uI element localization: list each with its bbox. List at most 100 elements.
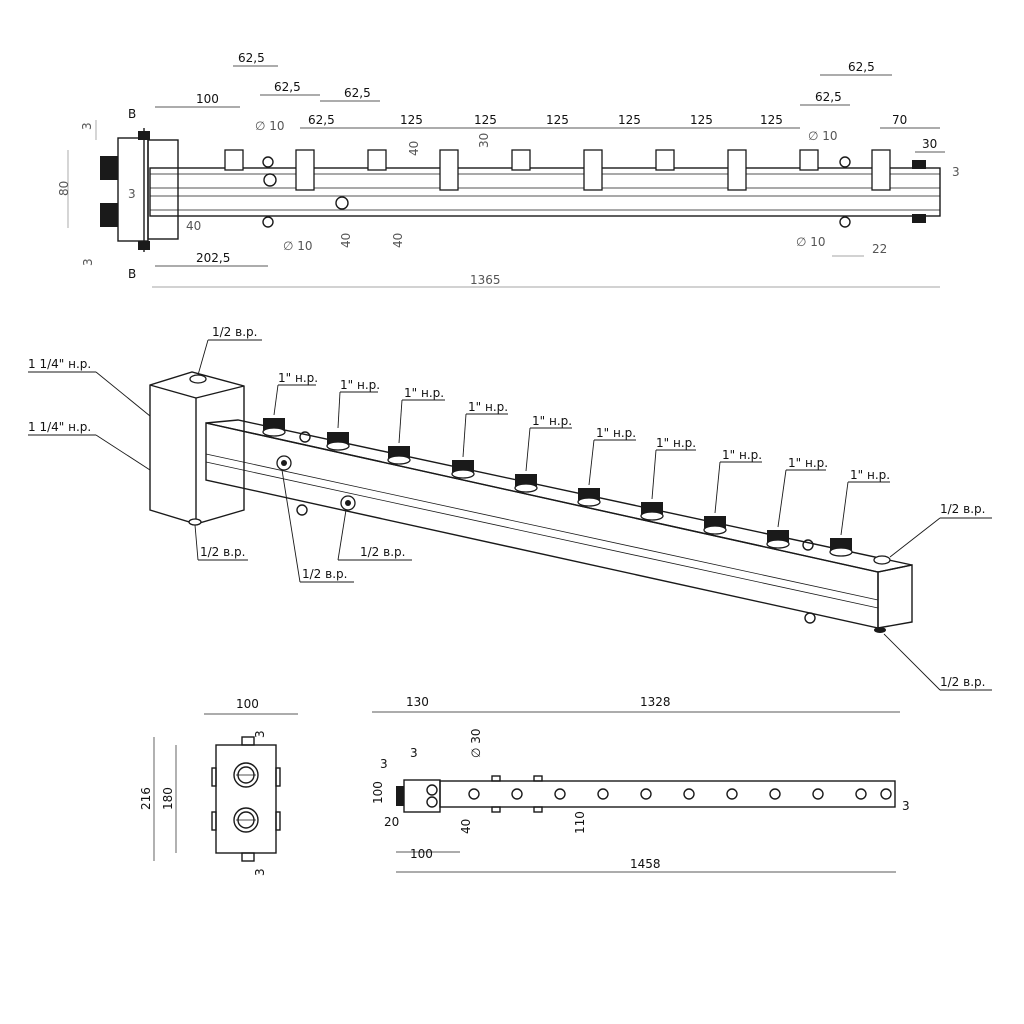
plan-hole [880, 788, 892, 800]
outlet-label: 1" н.р. [788, 456, 828, 470]
plan-hole [511, 788, 523, 800]
iso-outlet [703, 516, 727, 535]
plan-hole [683, 788, 695, 800]
dia-10: ∅ 10 [255, 119, 285, 133]
dim-125: 125 [690, 113, 713, 127]
iso-outlet [640, 502, 664, 521]
dim-62-5: 62,5 [274, 80, 301, 94]
iso-end-port-top [873, 555, 891, 565]
outlet-stub [583, 149, 603, 191]
dim-130: 130 [406, 695, 429, 709]
outlet-label: 1" н.р. [468, 400, 508, 414]
outlet-label: 1" н.р. [596, 426, 636, 440]
iso-bar-front [205, 422, 879, 629]
outlet-label: 1" н.р. [340, 378, 380, 392]
left-nozzle-top [100, 156, 118, 180]
outlet-label: 1" н.р. [656, 436, 696, 450]
outlet-stub [655, 149, 675, 171]
outlet-stub [727, 149, 747, 191]
dim-30: 30 [477, 133, 491, 148]
dim-40: 40 [186, 219, 201, 233]
dim-62-5: 62,5 [238, 51, 265, 65]
outlet-stub [799, 149, 819, 171]
bottom-plug [138, 241, 150, 250]
dim-180: 180 [161, 787, 175, 810]
outlet-label: 1" н.р. [404, 386, 444, 400]
dim-3: 3 [128, 187, 136, 201]
side-view: 100 3 216 180 3 [139, 697, 298, 876]
dim-40: 40 [459, 819, 473, 834]
dim-30: 30 [922, 137, 937, 151]
side-port-label: 1/2 в.р. [360, 545, 405, 559]
dim-202-5: 202,5 [196, 251, 230, 265]
mount-lug [262, 216, 274, 228]
mount-lug [262, 156, 274, 168]
plan-hole [554, 788, 566, 800]
iso-outlet-labels: 1" н.р. 1" н.р. 1" н.р. 1" н.р. 1" н.р. … [273, 371, 890, 536]
end-port-label-top: 1/2 в.р. [940, 502, 985, 516]
dim-100: 100 [196, 92, 219, 106]
outlet-stub [511, 149, 531, 171]
iso-view: 1" н.р. 1" н.р. 1" н.р. 1" н.р. 1" н.р. … [28, 325, 992, 691]
iso-lug [296, 504, 308, 516]
dim-40: 40 [391, 233, 405, 248]
header-box-body [147, 139, 179, 240]
section-mark-bottom: B [128, 267, 136, 281]
iso-outlet [514, 474, 538, 493]
side-top-plug [241, 736, 255, 746]
plan-port [426, 796, 438, 808]
mount-lug [839, 216, 851, 228]
side-port [335, 196, 349, 210]
plan-hole [769, 788, 781, 800]
top-port-label: 1/2 в.р. [212, 325, 257, 339]
dim-40: 40 [339, 233, 353, 248]
side-port [263, 173, 277, 187]
dim-1458: 1458 [630, 857, 661, 871]
end-plug-top [912, 160, 926, 169]
iso-outlet [577, 488, 601, 507]
side-bottom-plug [241, 852, 255, 862]
iso-lug [299, 431, 311, 443]
plan-nozzle [396, 786, 404, 806]
dim-125: 125 [760, 113, 783, 127]
left-dimensions: 3 80 3 3 40 30 40 40 40 [57, 120, 491, 266]
iso-lug [802, 539, 814, 551]
main-pipe [149, 167, 941, 217]
dim-62-5: 62,5 [848, 60, 875, 74]
dim-62-5: 62,5 [308, 113, 335, 127]
top-plug [138, 131, 150, 140]
iso-lug [804, 612, 816, 624]
outlet-stub [367, 149, 387, 171]
top-view: B B 62,5 [57, 51, 960, 288]
dim-3: 3 [81, 258, 95, 266]
inlet-label-bottom: 1 1/4" н.р. [28, 420, 91, 434]
plan-holes [468, 788, 892, 800]
outlet-stub [439, 149, 459, 191]
dim-80: 80 [57, 181, 71, 196]
end-port-label-bottom: 1/2 в.р. [940, 675, 985, 689]
plan-lug [533, 806, 543, 813]
outlet-label: 1" н.р. [532, 414, 572, 428]
iso-outlet [766, 530, 790, 549]
iso-outlet [451, 460, 475, 479]
side-box [215, 744, 277, 854]
outlet-stub [871, 149, 891, 191]
inlet-label-top: 1 1/4" н.р. [28, 357, 91, 371]
plan-bar [439, 780, 896, 808]
dim-3: 3 [80, 122, 94, 130]
side-inlet [233, 762, 259, 788]
dim-3: 3 [952, 165, 960, 179]
outlet-label: 1" н.р. [278, 371, 318, 385]
dim-62-5: 62,5 [815, 90, 842, 104]
dim-3: 3 [253, 730, 267, 738]
side-lug [275, 767, 281, 787]
dim-100: 100 [236, 697, 259, 711]
left-nozzle-bottom [100, 203, 118, 227]
dim-216: 216 [139, 787, 153, 810]
dim-3: 3 [253, 868, 267, 876]
plan-hole [812, 788, 824, 800]
side-lug [275, 811, 281, 831]
outlet-label: 1" н.р. [722, 448, 762, 462]
iso-bar-end [877, 564, 913, 629]
dim-40: 40 [407, 141, 421, 156]
